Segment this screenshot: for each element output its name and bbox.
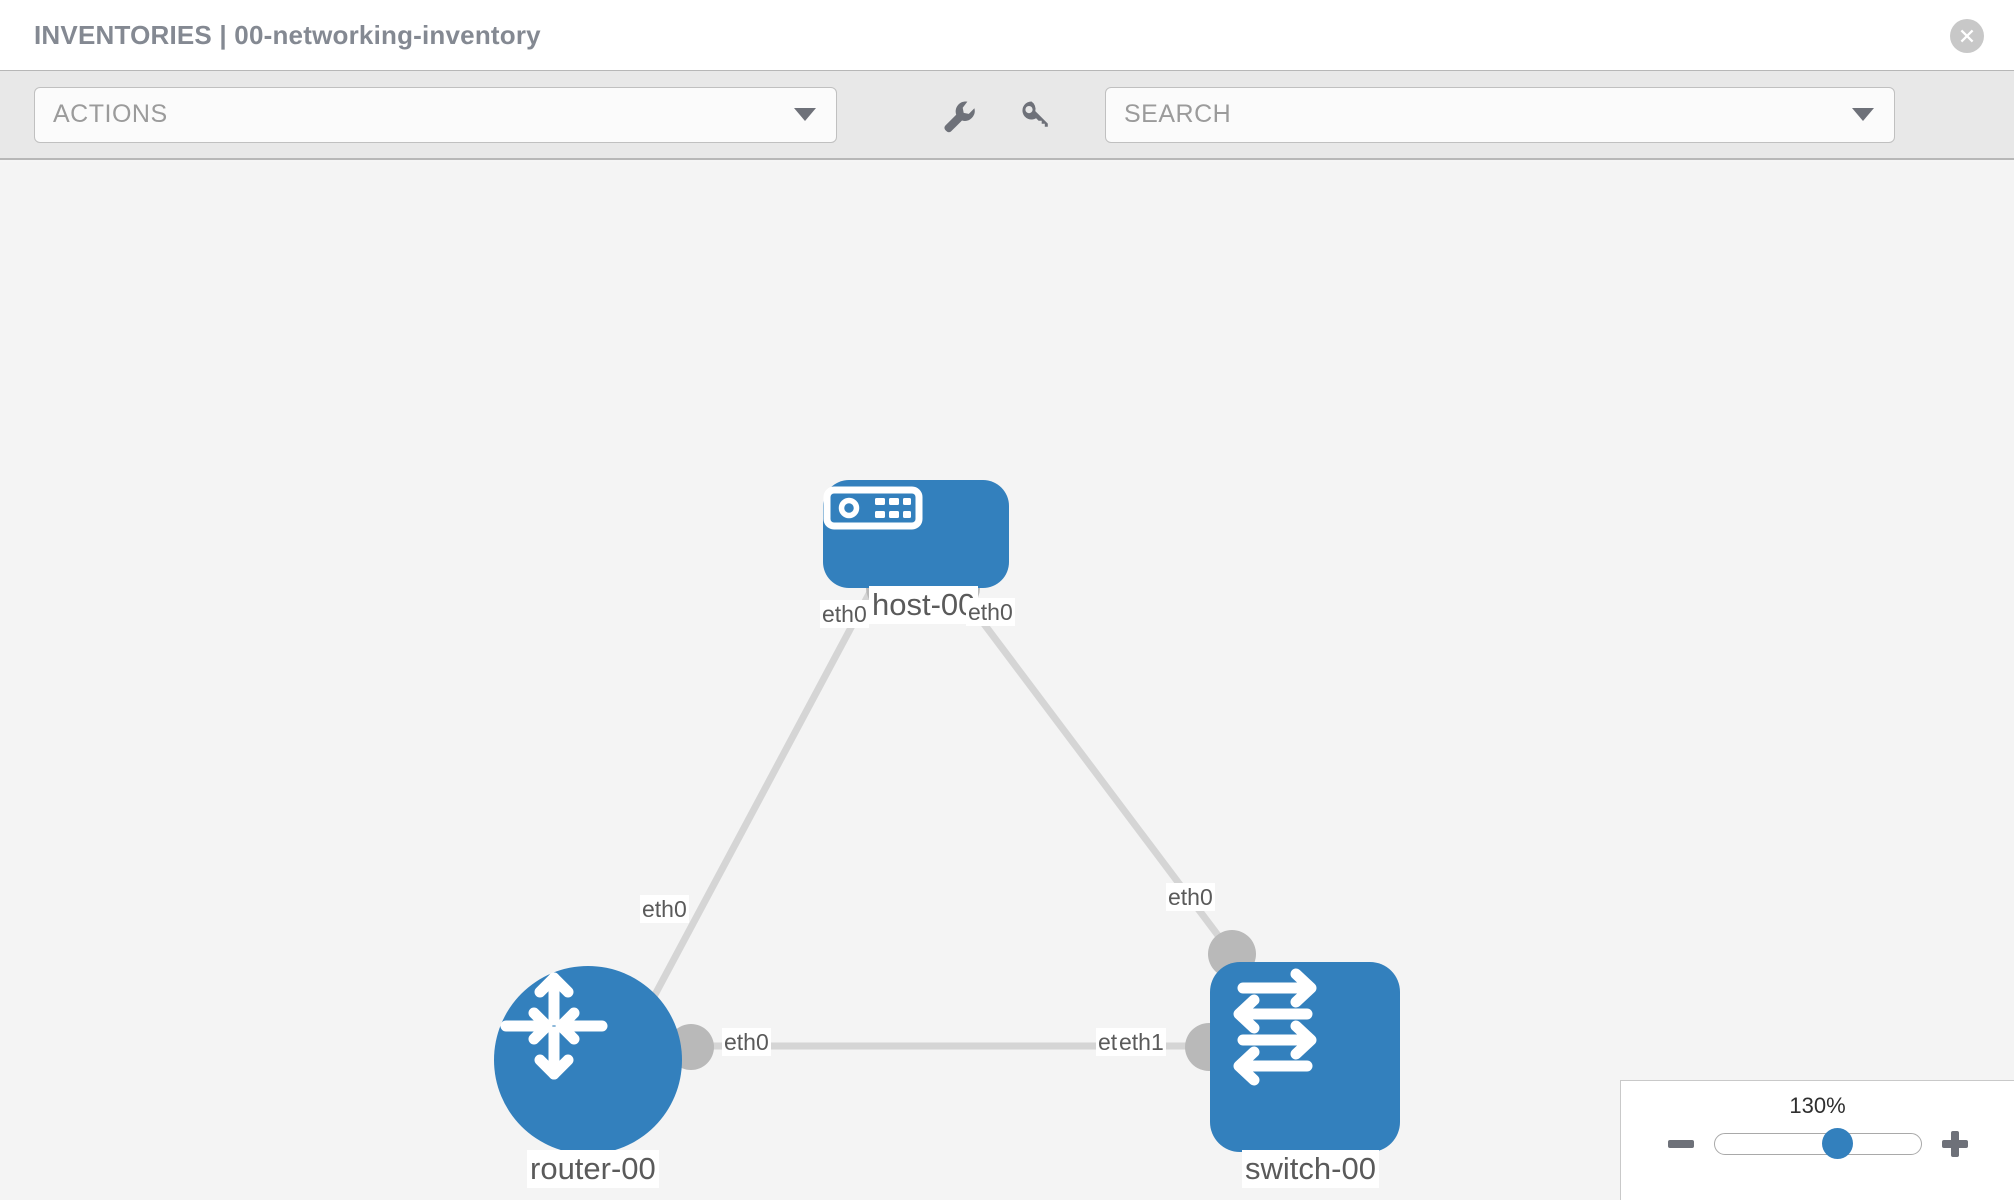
toolbar-icon-group (935, 93, 1059, 137)
key-icon[interactable] (1015, 93, 1059, 137)
edge-label-router-uplink: eth0 (640, 895, 689, 923)
zoom-control: 130% (1620, 1080, 2014, 1200)
edge-label-switch-eth1: eth1 (1117, 1028, 1166, 1056)
node-label-host-00: host-00 (869, 586, 979, 624)
topology-canvas[interactable]: eth0 host-00 eth0 eth0 eth0 eth0 eth0 et… (0, 162, 2014, 1200)
edge-label-host-left: eth0 (820, 600, 869, 628)
switch-arrows-icon (1233, 968, 1317, 1086)
actions-dropdown-label: ACTIONS (53, 100, 168, 128)
edge-host-router (630, 590, 874, 1036)
zoom-slider[interactable] (1713, 1128, 1922, 1159)
edge-label-host-right: eth0 (966, 598, 1015, 626)
node-label-router-00: router-00 (527, 1150, 659, 1188)
node-host-00[interactable] (823, 480, 1009, 588)
wrench-icon[interactable] (935, 93, 979, 137)
zoom-in-button[interactable] (1940, 1129, 1970, 1159)
page-header: INVENTORIES | 00-networking-inventory (0, 0, 2014, 70)
zoom-out-button[interactable] (1666, 1129, 1696, 1159)
zoom-slider-thumb[interactable] (1822, 1128, 1854, 1159)
zoom-level-label: 130% (1789, 1093, 1846, 1118)
server-icon (823, 486, 923, 530)
close-icon[interactable] (1950, 19, 1984, 53)
node-label-switch-00: switch-00 (1242, 1150, 1379, 1188)
topology-edges (630, 589, 1241, 1050)
node-switch-00[interactable] (1210, 962, 1400, 1152)
zoom-slider-row (1666, 1128, 1970, 1159)
actions-dropdown[interactable]: ACTIONS (34, 86, 837, 143)
page-title: INVENTORIES | 00-networking-inventory (34, 19, 541, 50)
search-input[interactable]: SEARCH (1105, 86, 1895, 143)
edge-label-router-eth0: eth0 (722, 1028, 771, 1056)
edge-label-switch-uplink: eth0 (1166, 883, 1215, 911)
search-placeholder: SEARCH (1124, 100, 1232, 128)
node-router-00[interactable] (494, 966, 682, 1154)
chevron-down-icon[interactable] (1852, 108, 1874, 121)
chevron-down-icon (794, 108, 816, 121)
topology-toolbar: ACTIONS SEARCH (0, 70, 2014, 160)
router-arrows-icon (500, 972, 608, 1080)
